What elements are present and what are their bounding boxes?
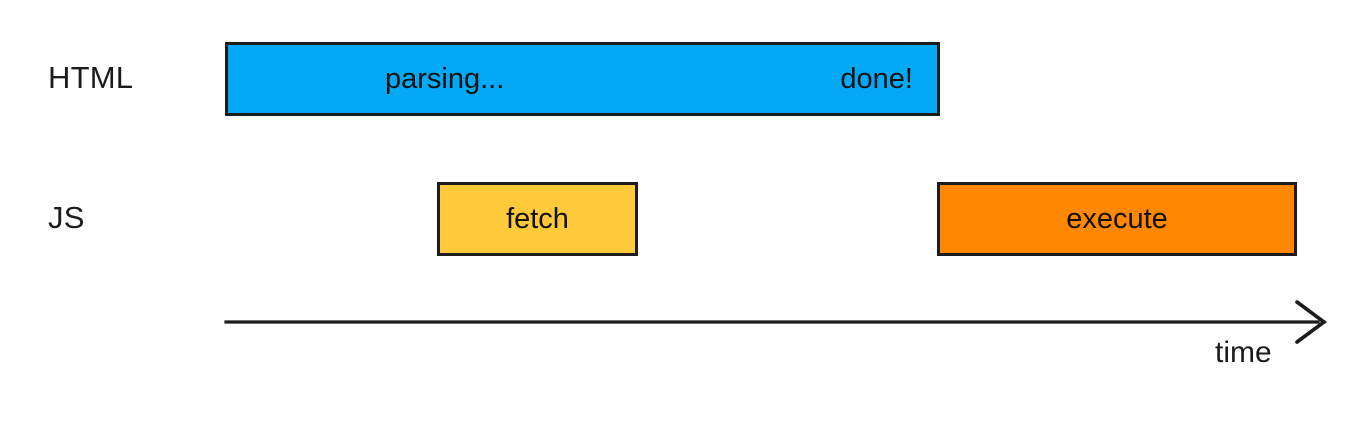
bar-label-parsing: parsing... (385, 62, 505, 95)
time-axis (220, 300, 1340, 350)
bar-js-execute: execute (937, 182, 1297, 256)
axis-label-time: time (1215, 336, 1272, 369)
bar-html-parsing: parsing... done! (225, 42, 940, 116)
bar-label-fetch: fetch (506, 202, 569, 235)
bar-label-done: done! (840, 62, 913, 95)
row-label-js: JS (48, 200, 85, 235)
bar-js-fetch: fetch (437, 182, 638, 256)
bar-label-execute: execute (1066, 202, 1168, 235)
row-label-html: HTML (48, 60, 134, 95)
time-arrow-icon (224, 300, 1328, 344)
